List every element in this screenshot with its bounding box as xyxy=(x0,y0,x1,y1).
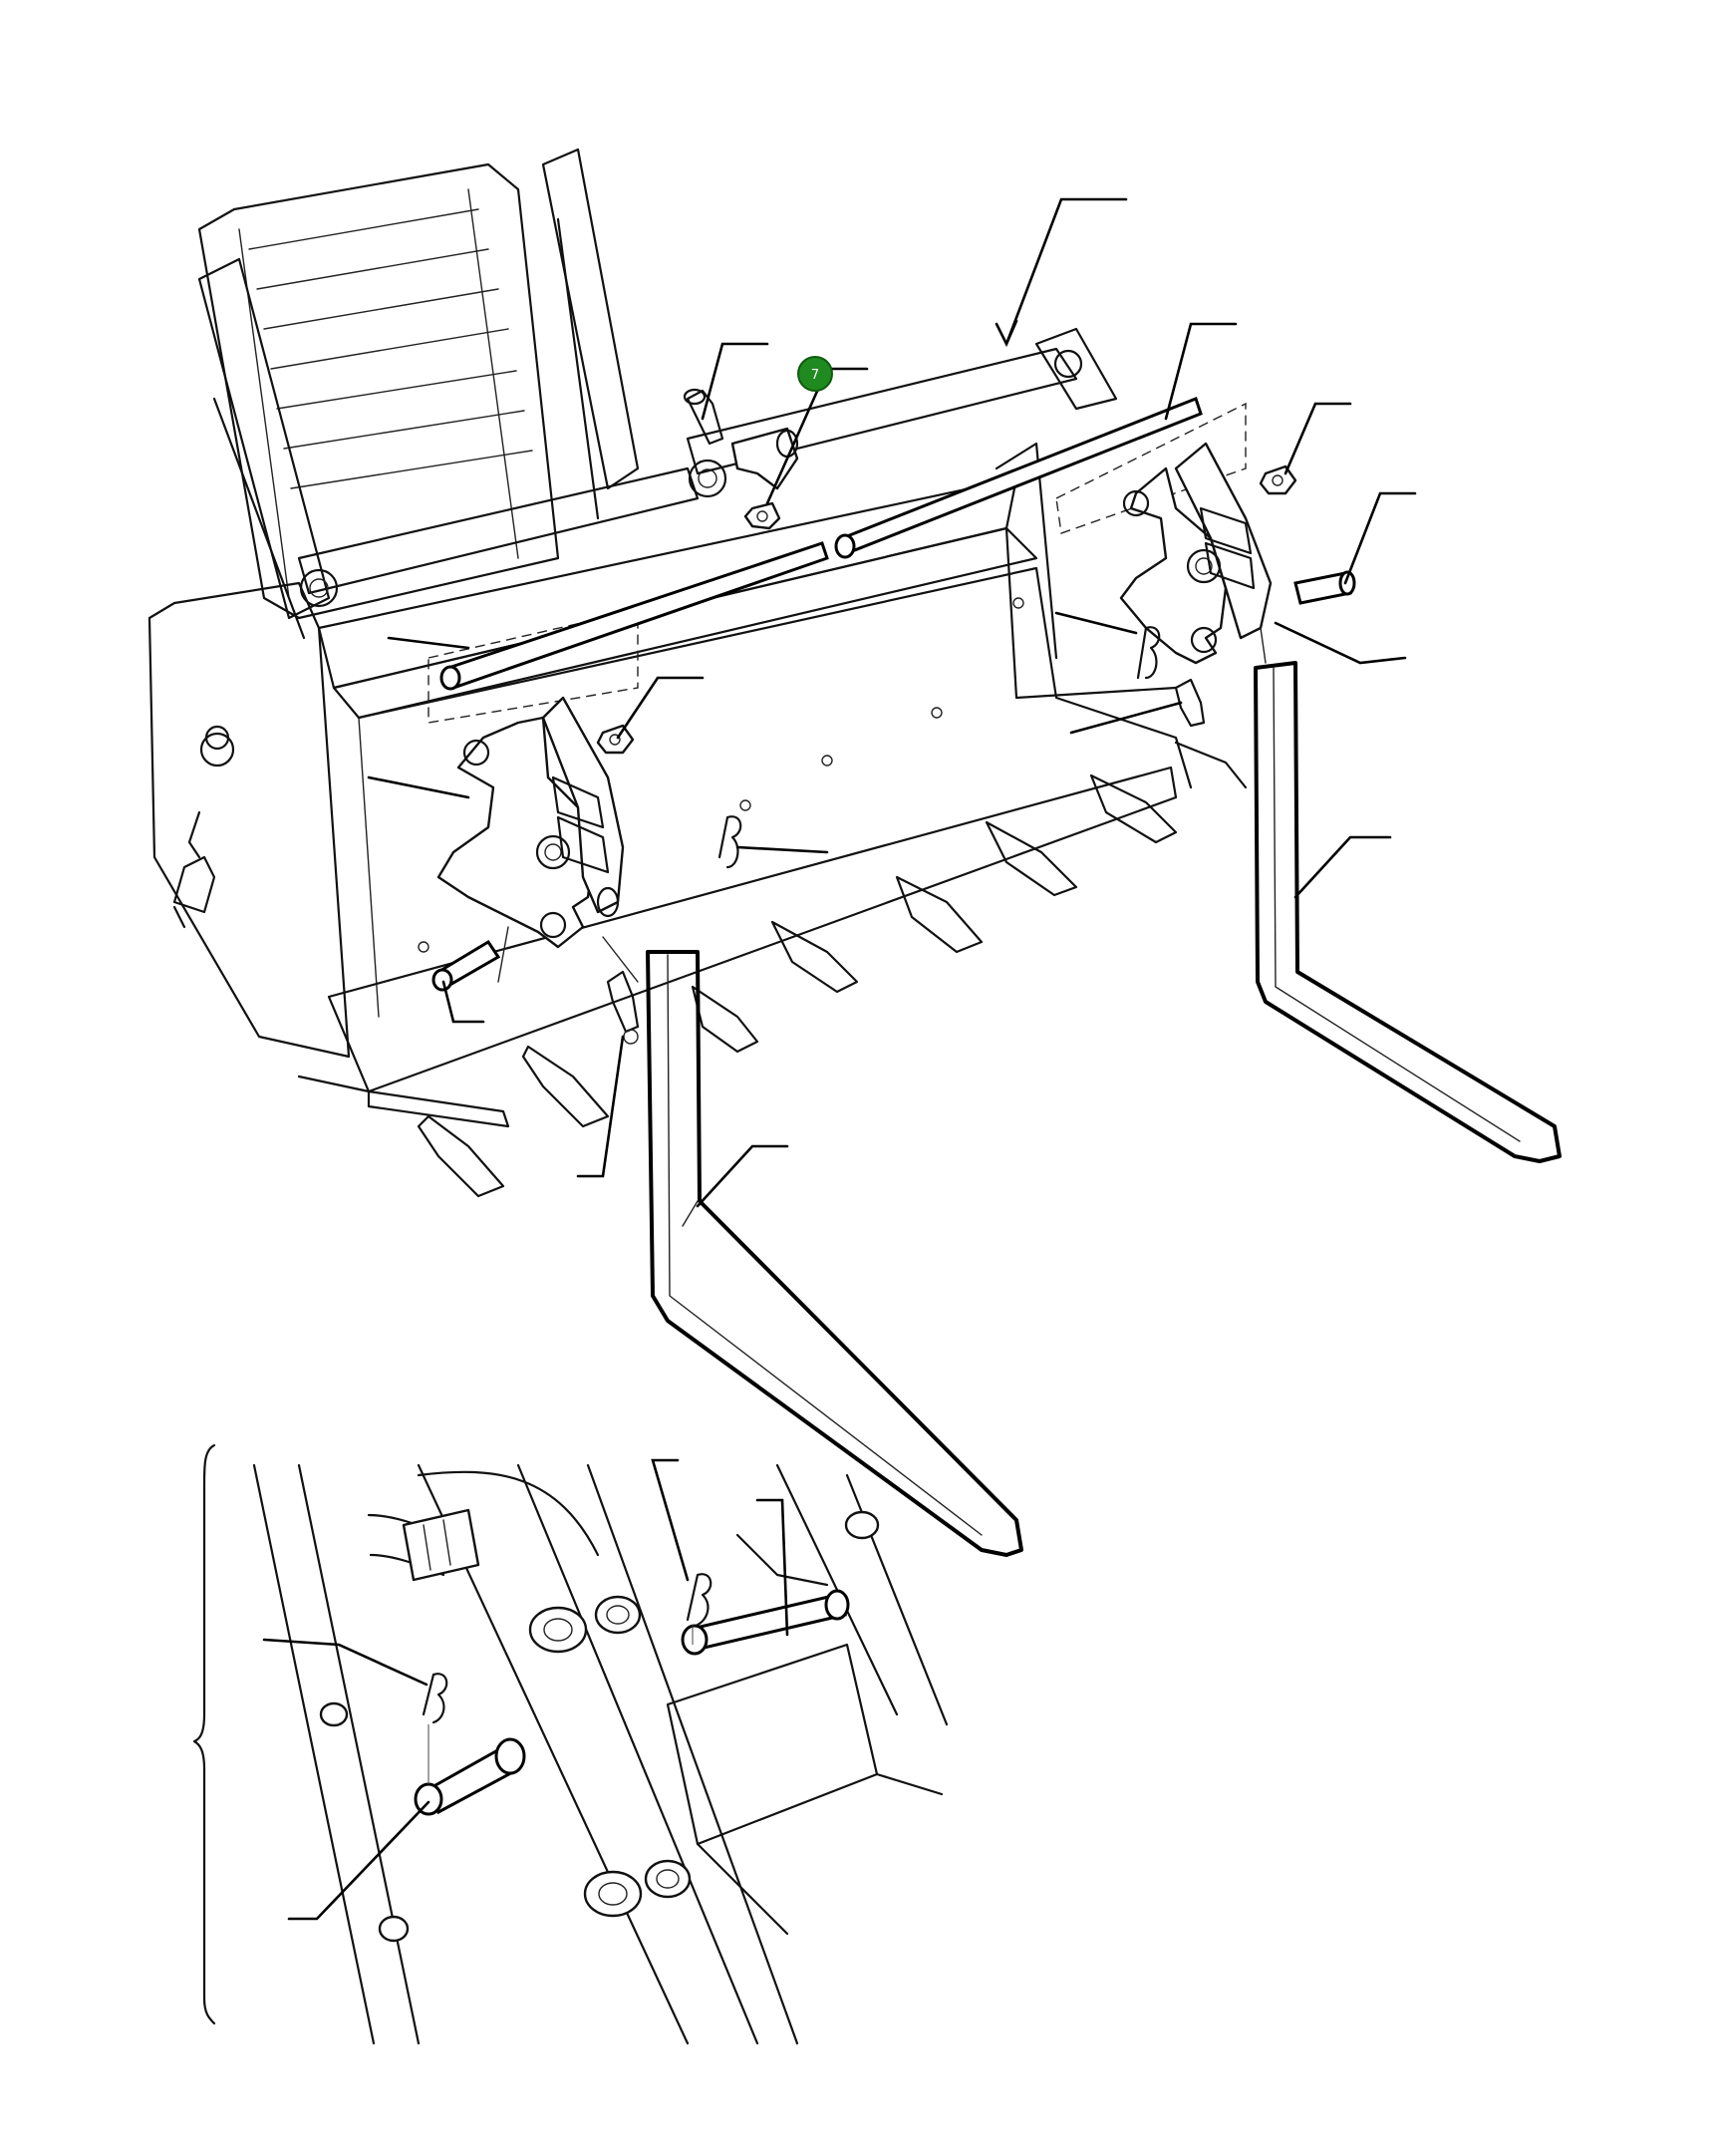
grease-fitting-icon xyxy=(606,970,640,1045)
callout-label: 7 xyxy=(811,368,819,383)
bucket-teeth xyxy=(417,741,1248,1198)
detail-inset xyxy=(192,1443,949,2045)
grease-fitting-icon xyxy=(1174,678,1206,728)
pin-icon xyxy=(1293,570,1356,605)
bolt-icon xyxy=(683,388,724,446)
bucket xyxy=(147,442,1193,1128)
r-clip-icon xyxy=(717,815,742,869)
r-clip-icon xyxy=(1136,626,1161,680)
callout-marker-7[interactable]: 7 xyxy=(797,356,833,392)
loader-frame xyxy=(197,148,1118,640)
right-fork-tine xyxy=(1254,661,1562,1163)
nut-icon xyxy=(596,724,635,755)
right-fork-bracket xyxy=(1119,442,1273,665)
nut-icon xyxy=(743,501,781,530)
fork-frame-rods xyxy=(428,397,1247,724)
left-fork-tine xyxy=(646,950,1023,1557)
nut-icon xyxy=(1259,464,1297,495)
leader-lines xyxy=(367,197,1417,1208)
left-fork-bracket xyxy=(436,696,639,983)
